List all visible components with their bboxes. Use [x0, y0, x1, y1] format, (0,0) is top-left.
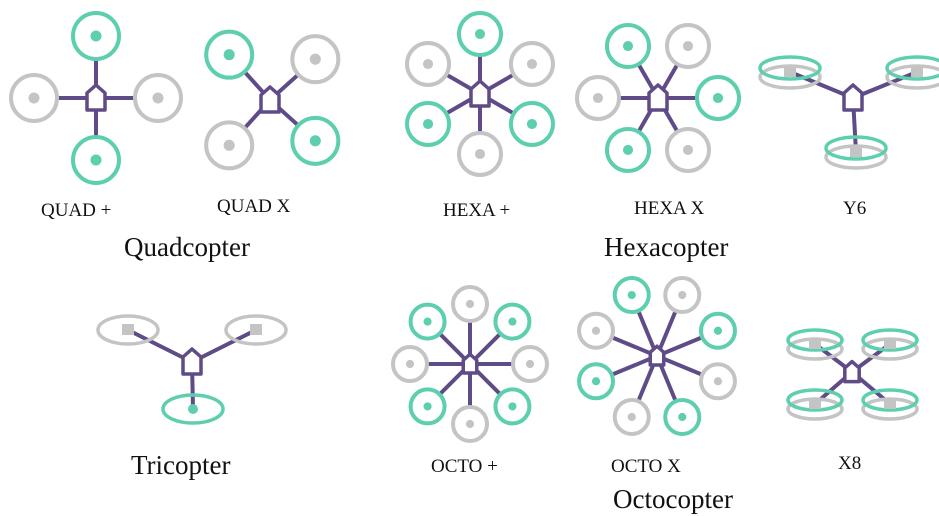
- hexa-x-label: HEXA X: [634, 198, 705, 219]
- motor-hub: [152, 92, 164, 104]
- motor-hub: [423, 402, 432, 411]
- frame-body: [181, 347, 203, 376]
- motor-hub: [850, 146, 862, 157]
- quadcopter-group-label: Quadcopter: [124, 232, 250, 262]
- motor-hub: [884, 338, 896, 349]
- motor-hub: [465, 299, 475, 309]
- tricopter-config: [96, 314, 288, 425]
- motor-hub: [713, 326, 723, 335]
- motor-hub: [465, 419, 475, 429]
- motor-hub: [622, 144, 634, 156]
- upper-propeller-ccw: [786, 328, 844, 352]
- upper-propeller-ccw: [758, 55, 822, 81]
- motor-hub: [188, 404, 198, 414]
- motor-hub: [682, 40, 694, 52]
- hexa-x-config: [575, 23, 741, 173]
- y6-label: Y6: [843, 198, 867, 219]
- quad-x-label: QUAD X: [217, 196, 291, 217]
- frame-body: [469, 79, 491, 108]
- motor-hub: [525, 359, 535, 369]
- motor-hub: [526, 58, 538, 70]
- motor-hub: [508, 402, 517, 411]
- motor-hub: [474, 148, 486, 160]
- motor-hub: [90, 30, 102, 42]
- x8-config: [786, 328, 919, 421]
- frame-body: [648, 344, 666, 367]
- upper-propeller-ccw: [885, 55, 939, 81]
- frame-body: [647, 83, 669, 112]
- motor-hub: [809, 398, 821, 409]
- motor-hub: [884, 398, 896, 409]
- propeller-ccw: [161, 393, 225, 425]
- octo-x-config: [577, 276, 737, 436]
- tricopter-group-label: Tricopter: [131, 450, 231, 480]
- motor-hub: [678, 290, 687, 300]
- motor-hub: [250, 324, 262, 335]
- motor-hub: [592, 92, 604, 104]
- motor-hub: [678, 412, 687, 422]
- motor-hub: [223, 49, 235, 61]
- motor-hub: [422, 118, 434, 130]
- hexa-plus-config: [405, 11, 555, 177]
- hexacopter-group-label: Hexacopter: [604, 232, 729, 262]
- upper-propeller-ccw: [824, 135, 888, 161]
- motor-hub: [622, 40, 634, 52]
- motor-hub: [712, 92, 724, 104]
- x8-label: X8: [838, 453, 862, 474]
- propeller-cw: [96, 314, 160, 346]
- motor-hub: [223, 139, 235, 151]
- motor-hub: [28, 92, 40, 104]
- frame-body: [85, 83, 107, 112]
- upper-propeller-ccw: [786, 388, 844, 412]
- octocopter-group-label: Octocopter: [613, 484, 733, 514]
- octo-plus-config: [391, 285, 549, 443]
- motor-hub: [627, 412, 636, 422]
- motor-hub: [591, 377, 601, 386]
- motor-hub: [309, 53, 321, 65]
- upper-propeller-ccw: [861, 328, 919, 352]
- motor-hub: [784, 66, 796, 77]
- frame-body: [461, 352, 479, 375]
- motor-hub: [122, 324, 134, 335]
- quad-plus-config: [9, 11, 183, 185]
- motor-hub: [422, 58, 434, 70]
- motor-hub: [591, 326, 601, 335]
- octo-plus-label: OCTO +: [431, 456, 498, 477]
- motor-hub: [508, 317, 517, 326]
- motor-hub: [474, 28, 486, 40]
- hexa-plus-label: HEXA +: [443, 200, 511, 221]
- y6-config: [758, 55, 939, 170]
- upper-propeller-ccw: [861, 388, 919, 412]
- motor-hub: [682, 144, 694, 156]
- frame-body: [842, 83, 864, 112]
- motor-hub: [809, 338, 821, 349]
- motor-hub: [309, 135, 321, 147]
- octo-x-label: OCTO X: [611, 456, 681, 477]
- frame-body: [259, 85, 281, 114]
- motor-hub: [405, 359, 415, 369]
- motor-hub: [713, 377, 723, 386]
- quad-plus-label: QUAD +: [41, 200, 112, 221]
- motor-hub: [627, 290, 636, 300]
- propeller-cw: [224, 314, 288, 346]
- frame-body: [843, 359, 861, 384]
- motor-hub: [911, 66, 923, 77]
- motor-hub: [90, 154, 102, 166]
- motor-hub: [423, 317, 432, 326]
- motor-hub: [526, 118, 538, 130]
- quad-x-config: [204, 29, 341, 171]
